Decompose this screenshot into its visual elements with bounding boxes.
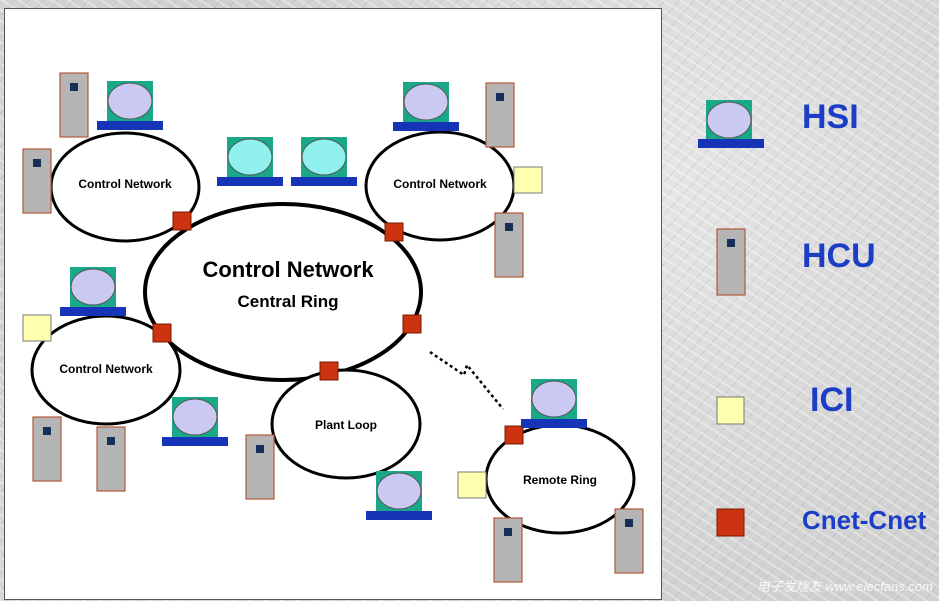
watermark-logo: 电子发烧友 www.elecfans.com [756, 579, 933, 594]
hsi-workstation-icon [60, 267, 126, 316]
ring-top-right-label: Control Network [393, 177, 487, 191]
plant-loop [270, 368, 422, 480]
ici-interface-icon [716, 396, 745, 425]
ici-interface-icon [22, 314, 52, 342]
cnet-interface-icon [172, 211, 192, 231]
central-ring [143, 202, 423, 382]
hcu-cabinet-icon [716, 228, 746, 296]
hcu-cabinet-icon [59, 72, 89, 138]
hsi-workstation-icon [291, 137, 357, 186]
ring-left-label: Control Network [59, 362, 153, 376]
ring-top-left-label: Control Network [78, 177, 172, 191]
wireless-link [429, 350, 504, 410]
cnet-interface-icon [504, 425, 524, 445]
cnet-interface-icon [384, 222, 404, 242]
hcu-cabinet-icon [22, 148, 52, 214]
cnet-interface-icon [152, 323, 172, 343]
hsi-workstation-icon [97, 81, 163, 130]
network-diagram [22, 72, 644, 583]
legend-hcu-label: HCU [802, 237, 876, 275]
cnet-interface-icon [319, 361, 339, 381]
legend-hsi-label: HSI [802, 98, 859, 136]
legend-ici-label: ICI [810, 381, 854, 419]
hcu-cabinet-icon [493, 517, 523, 583]
cnet-interface-icon [716, 508, 745, 537]
central-ring-subtitle: Central Ring [237, 292, 339, 311]
remote-ring-label: Remote Ring [522, 473, 597, 487]
hcu-cabinet-icon [32, 416, 62, 482]
hcu-cabinet-icon [96, 426, 126, 492]
hcu-cabinet-icon [494, 212, 524, 278]
hsi-workstation-icon [162, 397, 228, 446]
legend-cnet-label: Cnet-Cnet [802, 505, 927, 535]
hcu-cabinet-icon [245, 434, 275, 500]
cnet-interface-icon [402, 314, 422, 334]
hsi-workstation-icon [698, 100, 764, 148]
hcu-cabinet-icon [485, 82, 515, 148]
diagram-panel: Control Network Central Ring Control Net… [4, 8, 662, 600]
hsi-workstation-icon [521, 379, 587, 428]
hsi-workstation-icon [393, 82, 459, 131]
hsi-workstation-icon [217, 137, 283, 186]
plant-loop-label: Plant Loop [315, 418, 377, 432]
hcu-cabinet-icon [614, 508, 644, 574]
central-ring-title: Control Network [202, 257, 374, 282]
hsi-workstation-icon [366, 471, 432, 520]
ici-interface-icon [513, 166, 543, 194]
ici-interface-icon [457, 471, 487, 499]
